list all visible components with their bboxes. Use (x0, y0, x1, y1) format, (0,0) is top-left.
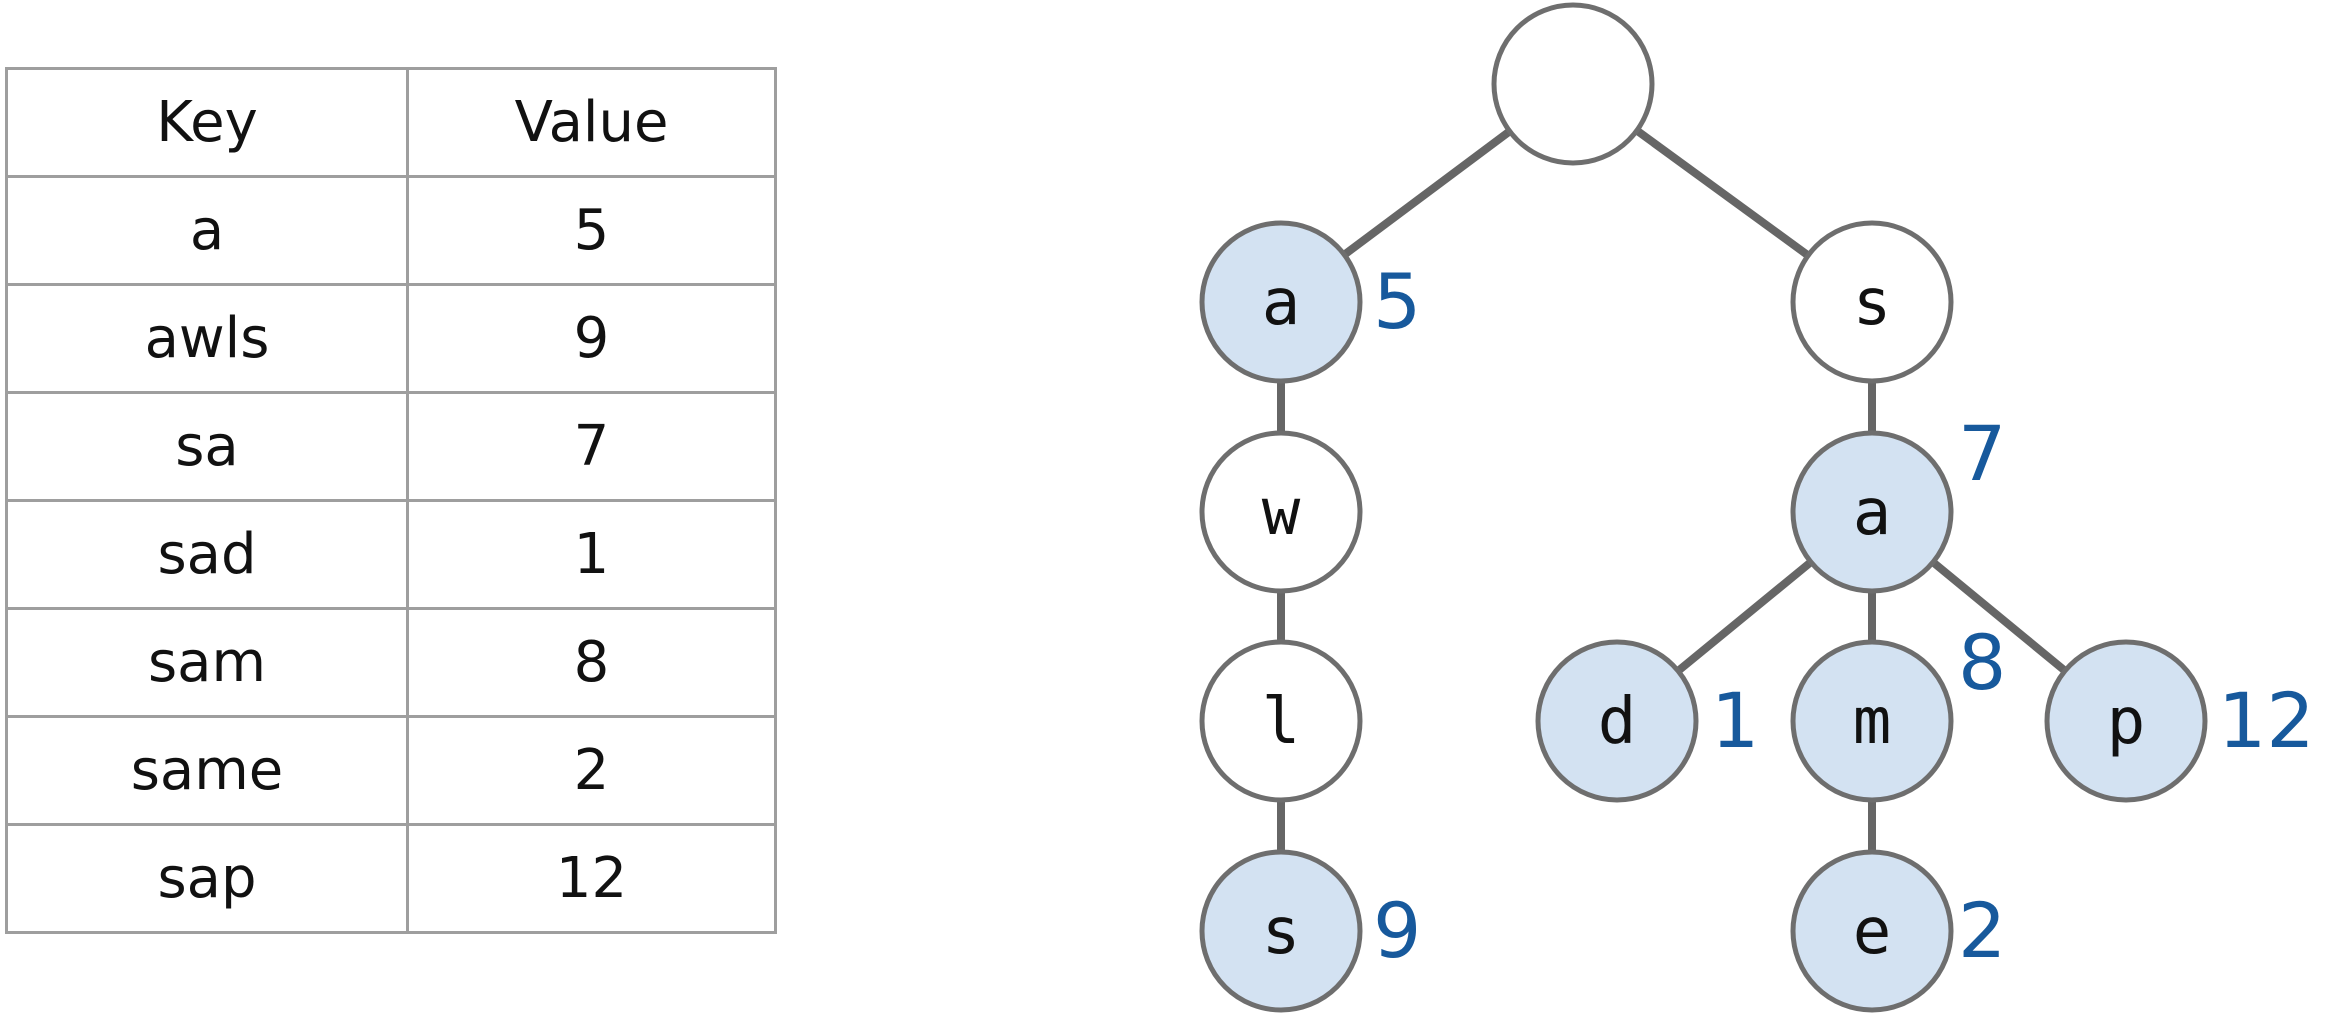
trie-node-root (1491, 2, 1655, 166)
value-cell: 8 (406, 607, 777, 718)
key-value-table: Key Value a 5 awls 9 sa 7 sad 1 sam 8 sa… (5, 67, 777, 934)
key-cell: sap (5, 823, 409, 934)
trie-node-label: a (1853, 476, 1892, 550)
key-column-header: Key (5, 67, 409, 178)
trie-node-value: 12 (2218, 676, 2315, 765)
trie-node-label: l (1262, 685, 1301, 759)
trie-node-circle (1790, 639, 1954, 803)
trie-edges (1277, 127, 2068, 852)
trie-node-label: w (1262, 476, 1301, 550)
value-cell: 5 (406, 175, 777, 286)
trie-node-value: 8 (1958, 618, 2006, 707)
trie-node-circle (2044, 639, 2208, 803)
trie-node-circle (1199, 849, 1363, 1013)
trie-node-aw: w (1199, 430, 1363, 594)
table-row: sa 7 (5, 391, 777, 502)
trie-node-label: e (1853, 895, 1892, 969)
trie-node-circle (1199, 430, 1363, 594)
trie-edge-root-s (1634, 127, 1811, 259)
trie-node-circle (1199, 220, 1363, 384)
table-row: sap 12 (5, 823, 777, 934)
trie-node-sap: p 12 (2044, 639, 2315, 803)
value-column-header: Value (406, 67, 777, 178)
table-row: awls 9 (5, 283, 777, 394)
table-row: same 2 (5, 715, 777, 826)
table-row: a 5 (5, 175, 777, 286)
trie-node-circle (1491, 2, 1655, 166)
trie-node-value: 9 (1373, 886, 1421, 975)
trie-edge-sa-sad (1675, 558, 1814, 675)
trie-edge-sa-sap (1930, 559, 2068, 674)
trie-node-label: s (1853, 266, 1892, 340)
trie-node-label: m (1853, 685, 1892, 759)
key-cell: same (5, 715, 409, 826)
trie-node-circle (1535, 639, 1699, 803)
trie-node-s: s (1790, 220, 1954, 384)
trie-node-sa: a7 (1790, 409, 2006, 594)
key-cell: a (5, 175, 409, 286)
value-cell: 2 (406, 715, 777, 826)
value-cell: 1 (406, 499, 777, 610)
key-cell: awls (5, 283, 409, 394)
key-cell: sad (5, 499, 409, 610)
trie-node-label: d (1598, 685, 1637, 759)
value-cell: 12 (406, 823, 777, 934)
trie-node-awl: l (1199, 639, 1363, 803)
trie-edge-root-a (1341, 128, 1513, 258)
trie-node-value: 7 (1958, 409, 2006, 498)
value-cell: 7 (406, 391, 777, 502)
trie-node-circle (1790, 220, 1954, 384)
table-row: sad 1 (5, 499, 777, 610)
trie-node-label: s (1262, 895, 1301, 969)
trie-node-circle (1790, 849, 1954, 1013)
trie-node-label: p (2107, 685, 2146, 759)
trie-node-label: a (1262, 266, 1301, 340)
trie-node-value: 5 (1373, 257, 1421, 346)
trie-node-value: 2 (1958, 886, 2006, 975)
trie-node-circle (1790, 430, 1954, 594)
key-cell: sam (5, 607, 409, 718)
value-cell: 9 (406, 283, 777, 394)
trie-node-value: 1 (1711, 676, 1759, 765)
table-row: sam 8 (5, 607, 777, 718)
table-header-row: Key Value (5, 67, 777, 178)
trie-node-circle (1199, 639, 1363, 803)
key-cell: sa (5, 391, 409, 502)
trie-node-sam: m8 (1790, 618, 2006, 803)
